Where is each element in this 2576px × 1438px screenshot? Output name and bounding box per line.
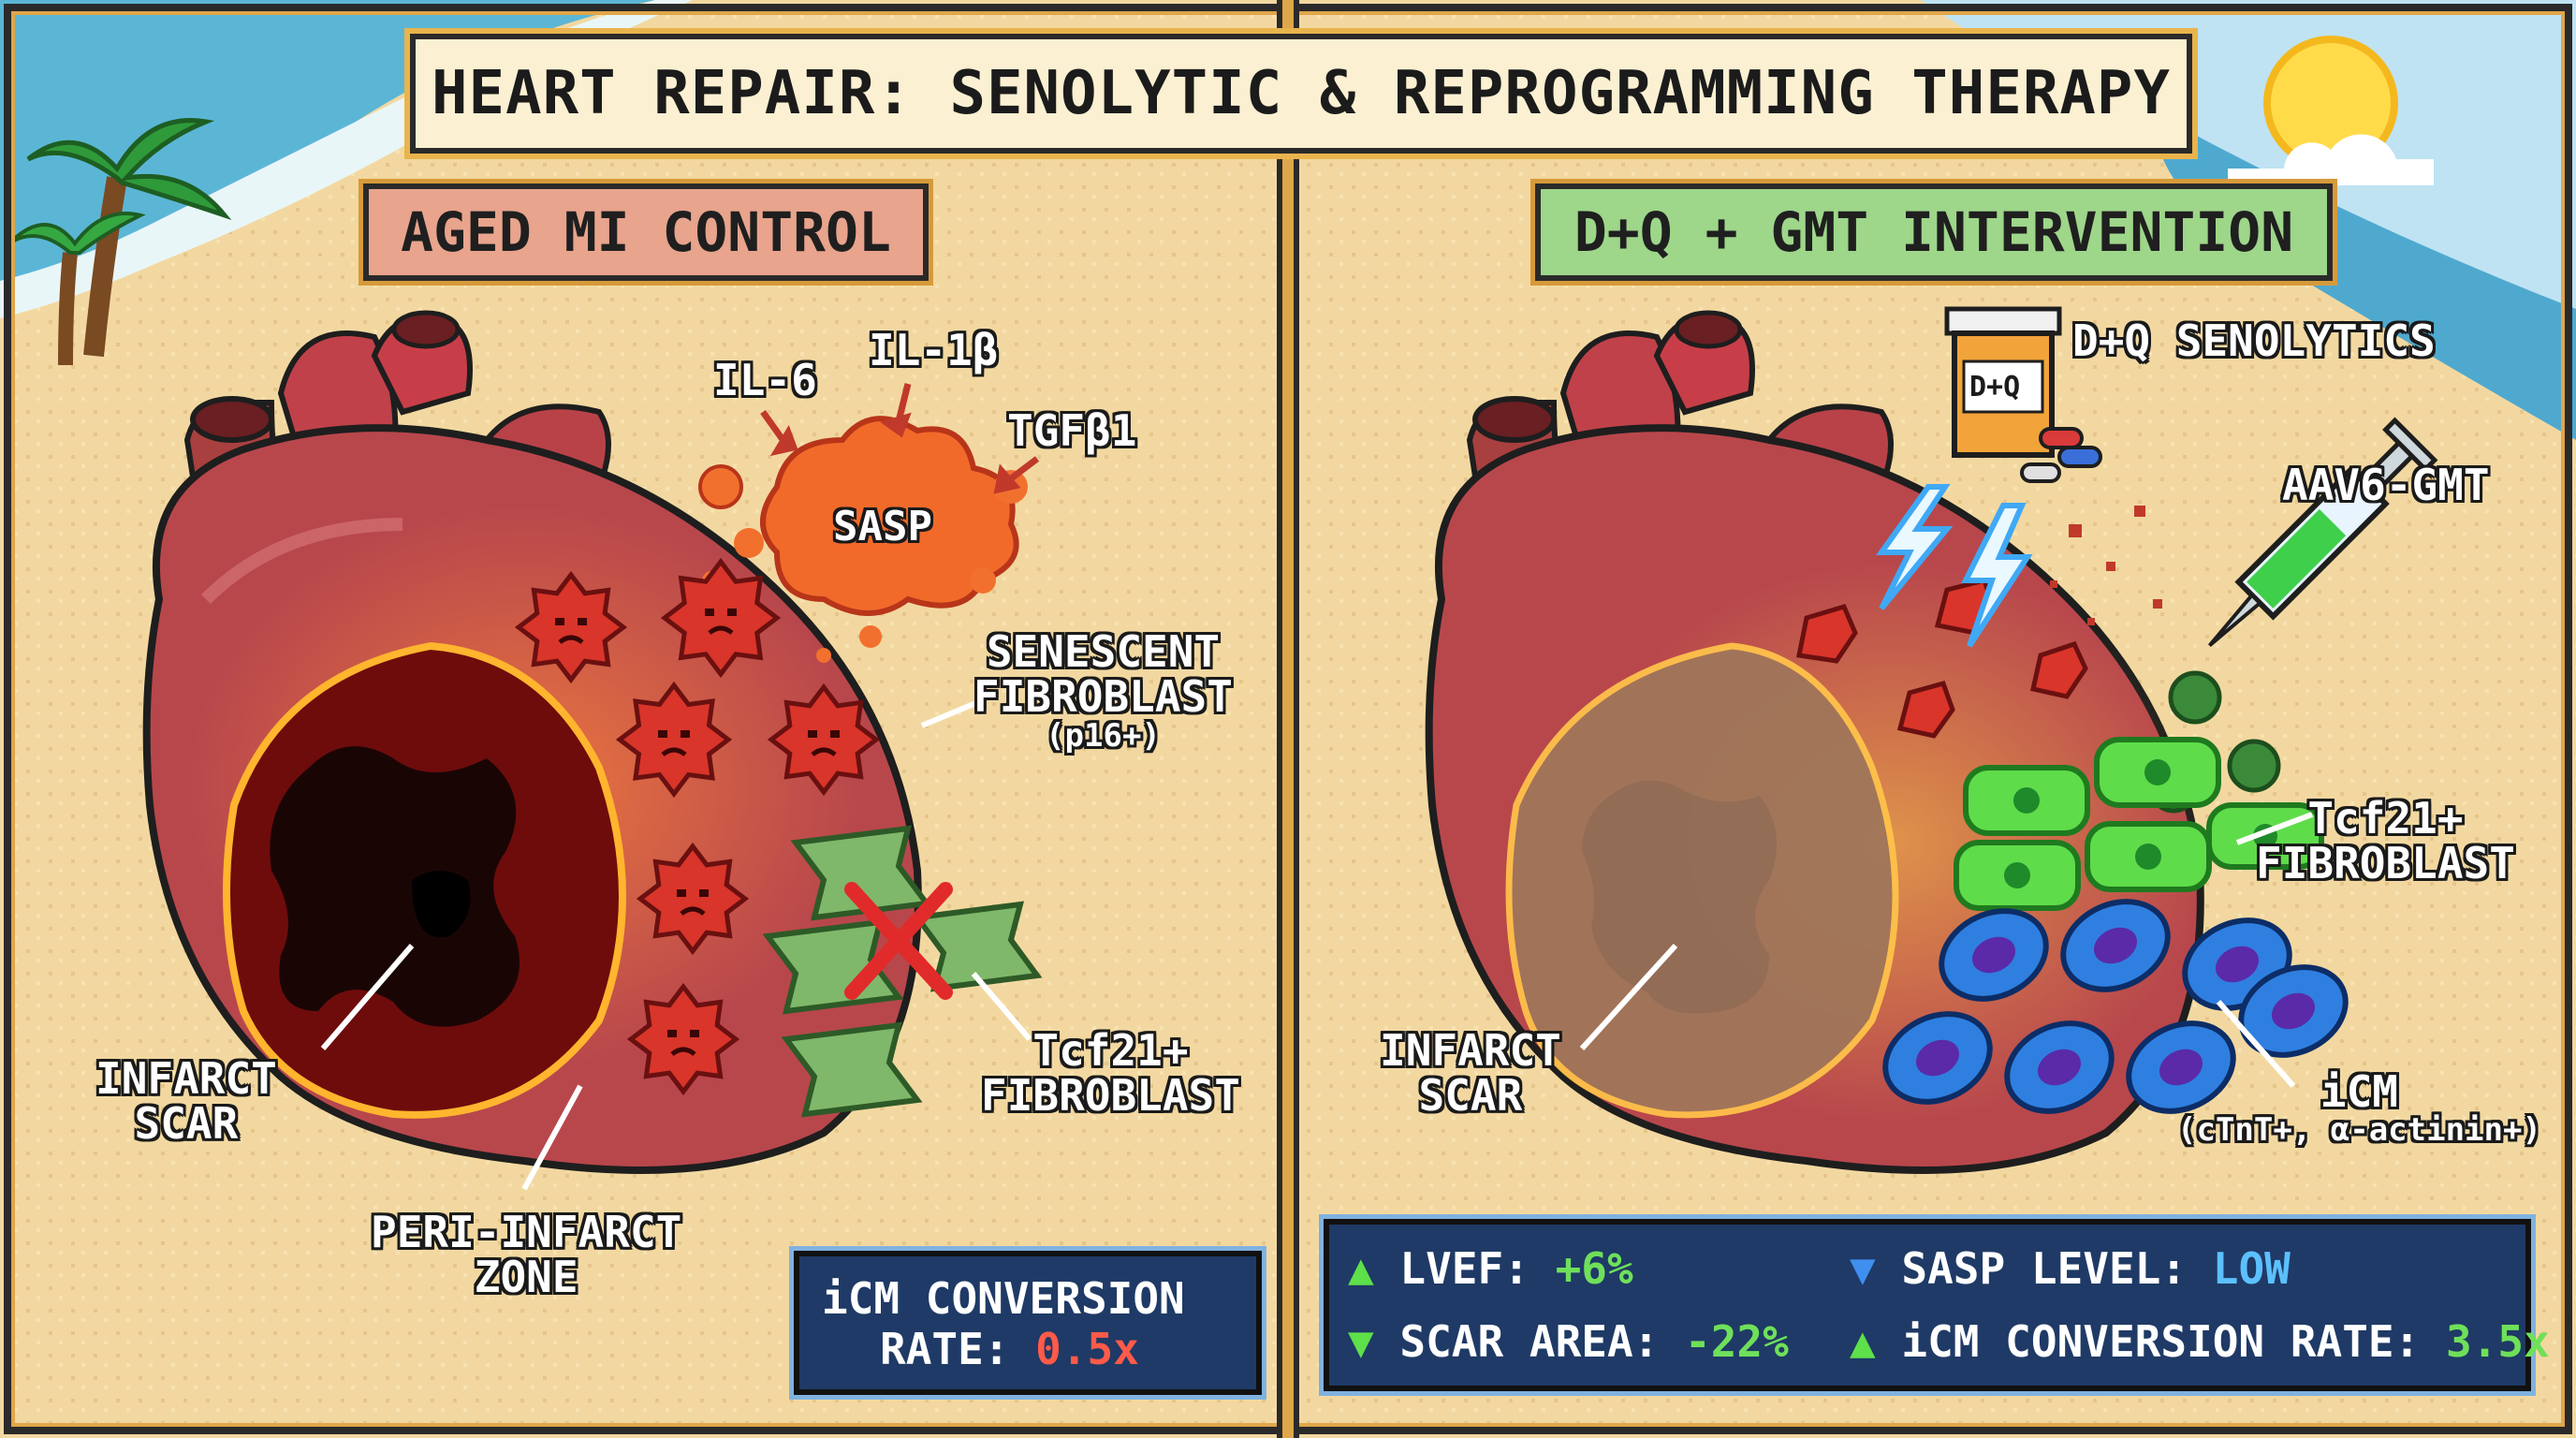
debris	[2050, 506, 2162, 625]
senescent-cell	[626, 982, 740, 1096]
senescent-cell	[514, 570, 628, 684]
right-stats-box: ▲ LVEF: +6% ▼ SCAR AREA: -22% ▼ SASP LEV…	[1324, 1219, 2550, 1391]
right-infarct-label: INFARCT SCAR	[1380, 1025, 1561, 1122]
icm-cell	[2126, 1020, 2236, 1114]
lvef-stat: ▲ LVEF: +6%	[1348, 1243, 1633, 1294]
up-arrow-icon: ▲	[1348, 1243, 1374, 1294]
down-arrow-icon: ▼	[1850, 1243, 1876, 1294]
icm-cells	[1882, 899, 2349, 1114]
right-tcf21-label: Tcf21+ FIBROBLAST	[2256, 793, 2515, 889]
il1b-label: IL-1β	[869, 325, 999, 375]
senescent-cell	[636, 842, 750, 956]
icm-conversion-line2: RATE: 0.5x	[880, 1324, 1139, 1374]
left-panel-title: AGED MI CONTROL	[401, 200, 891, 264]
left-leaders	[320, 699, 1032, 1191]
left-panel-tag: AGED MI CONTROL	[363, 183, 929, 281]
dying-senescent-cells	[1796, 578, 2088, 739]
palm-tree	[7, 118, 232, 366]
senescent-cell	[615, 681, 733, 799]
icm-cell	[1939, 908, 2049, 1002]
down-arrow-icon: ▼	[1348, 1316, 1374, 1367]
tgfb1-label: TGFβ1	[1007, 405, 1137, 456]
main-title: HEART REPAIR: SENOLYTIC & REPROGRAMMING …	[432, 59, 2171, 128]
cloud	[2228, 134, 2434, 185]
up-arrow-icon: ▲	[1850, 1316, 1876, 1367]
icm-cell	[2060, 899, 2171, 992]
pill-bottle-icon	[1944, 306, 2102, 483]
left-stat-box: iCM CONVERSION RATE: 0.5x	[794, 1251, 1262, 1395]
sasp-cloud	[698, 416, 1028, 663]
left-tcf21-label: Tcf21+ FIBROBLAST	[981, 1025, 1240, 1122]
bottle-label: D+Q	[1969, 371, 2021, 404]
lightning-icon	[1876, 484, 2033, 648]
left-fibroblasts	[762, 825, 1043, 1118]
right-panel-tag: D+Q + GMT INTERVENTION	[1535, 183, 2333, 281]
sasp-label: SASP	[833, 503, 932, 550]
scar-area-stat: ▼ SCAR AREA: -22%	[1348, 1316, 1789, 1367]
dq-senolytics-label: D+Q SENOLYTICS	[2072, 315, 2436, 366]
cytokine-arrows	[760, 383, 1040, 494]
il6-label: IL-6	[713, 355, 817, 405]
left-infarct-label: INFARCT SCAR	[95, 1053, 277, 1150]
senescent-cell	[767, 682, 881, 797]
senescent-cells	[514, 557, 881, 1096]
right-leaders	[1579, 812, 2314, 1088]
sasp-level-stat: ▼ SASP LEVEL: LOW	[1850, 1243, 2291, 1294]
icm-label: iCM (cTnT+, α-actinin+)	[2177, 1066, 2541, 1150]
icm-conversion-line1: iCM CONVERSION	[822, 1273, 1185, 1324]
icm-rate-stat: ▲ iCM CONVERSION RATE: 3.5x	[1850, 1316, 2550, 1367]
icm-cell	[1882, 1011, 1993, 1105]
syringe-icon	[2207, 417, 2438, 648]
blocked-x-icon	[844, 882, 953, 1000]
aav6-gmt-label: AAV6-GMT	[2282, 460, 2490, 510]
senescent-cell	[660, 557, 782, 679]
right-panel-title: D+Q + GMT INTERVENTION	[1573, 200, 2294, 264]
icm-cell	[2004, 1020, 2115, 1114]
icm-conversion-value: 0.5x	[1035, 1324, 1139, 1374]
title-banner: HEART REPAIR: SENOLYTIC & REPROGRAMMING …	[410, 34, 2192, 154]
senescent-fibroblast-label: SENESCENT FIBROBLAST (p16+)	[973, 626, 1233, 755]
peri-infarct-label: PERI-INFARCT ZONE	[371, 1207, 682, 1303]
